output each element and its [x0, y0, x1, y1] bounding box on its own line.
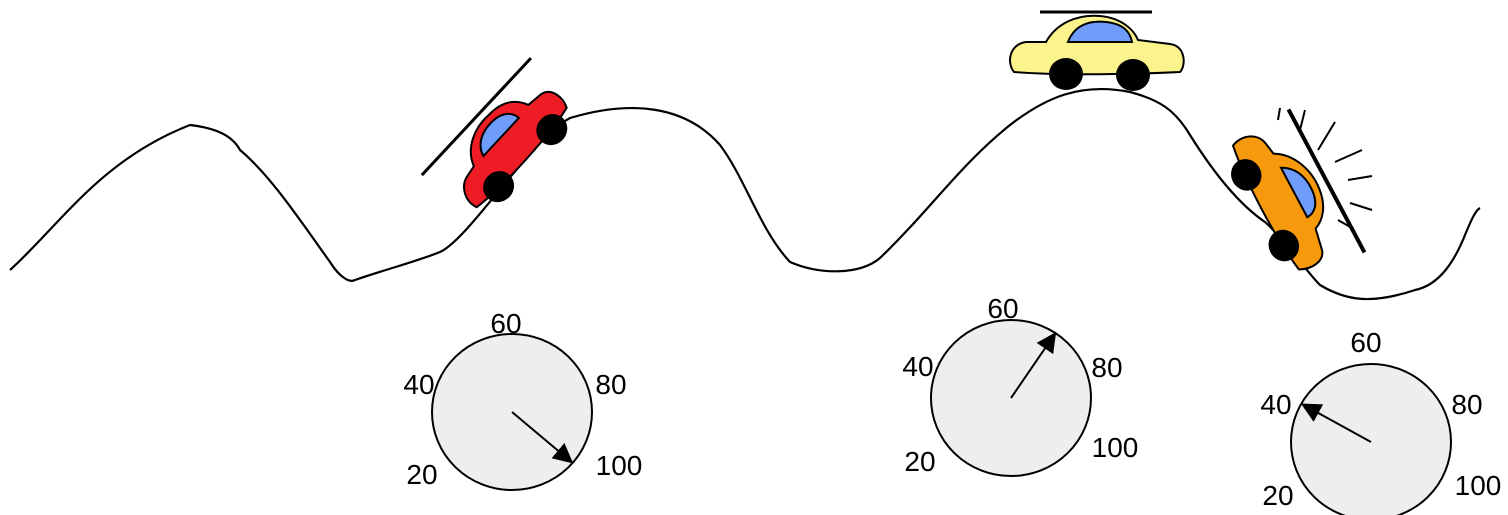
dial-label-20: 20 [904, 446, 935, 477]
car-crest [1009, 10, 1185, 91]
car-wheel-front [1268, 229, 1300, 262]
dial-needle [1010, 331, 1057, 399]
car-wheel-front [536, 114, 568, 146]
dial-label-40: 40 [1260, 389, 1291, 420]
car-wheel-rear [1231, 159, 1262, 191]
dial-label-100: 100 [596, 450, 643, 481]
dial-label-40: 40 [902, 351, 933, 382]
dial-label-80: 80 [595, 369, 626, 400]
car-window [479, 112, 521, 158]
speedometers: 20 40 60 80 100 20 40 60 80 100 20 40 60 80 100 [403, 293, 1501, 515]
dial-label-60: 60 [490, 308, 521, 339]
car-roof-line [420, 57, 533, 177]
car-downhill [1231, 108, 1367, 271]
car-roof-line [1286, 108, 1367, 254]
car-wheel-rear [1049, 58, 1083, 90]
car-window [1066, 20, 1134, 43]
dial-face [1290, 363, 1452, 515]
dial-label-20: 20 [406, 459, 437, 490]
dial-label-60: 60 [987, 293, 1018, 324]
speedometer-car-crest: 20 40 60 80 100 [902, 293, 1138, 477]
dial-label-80: 80 [1091, 352, 1122, 383]
dial-label-100: 100 [1455, 470, 1502, 501]
car-wheel-front [1116, 59, 1150, 91]
dial-needle [511, 411, 574, 464]
dial-label-40: 40 [403, 369, 434, 400]
car-window [1279, 166, 1317, 219]
hill-road-curve [9, 87, 1481, 301]
dial-needle [1300, 403, 1372, 443]
dial-label-20: 20 [1262, 480, 1293, 511]
impact-lines [1277, 107, 1373, 229]
car-uphill [420, 57, 568, 209]
dial-label-100: 100 [1092, 432, 1139, 463]
dial-label-80: 80 [1451, 389, 1482, 420]
dial-label-60: 60 [1350, 327, 1381, 358]
speedometer-car-downhill: 20 40 60 80 100 [1260, 327, 1501, 515]
speedometer-car-uphill: 20 40 60 80 100 [403, 308, 643, 491]
car-wheel-rear [483, 171, 515, 203]
